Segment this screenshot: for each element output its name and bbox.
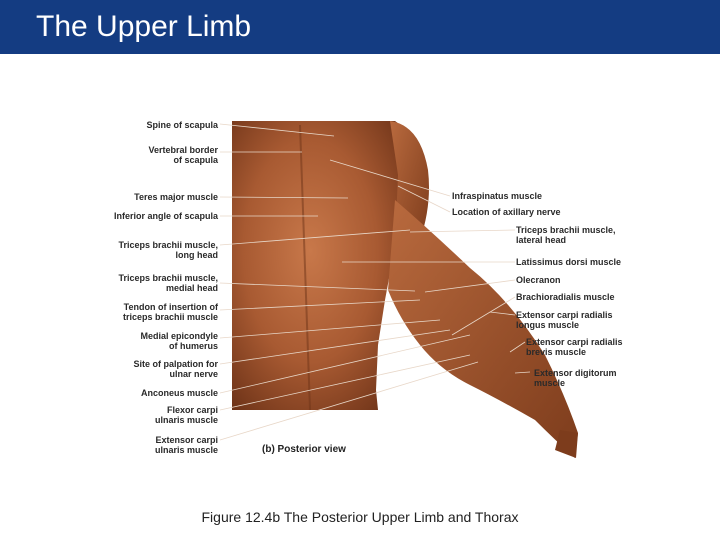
spine-groove — [299, 124, 311, 411]
label-teres-major: Teres major muscle — [134, 192, 218, 202]
view-label: (b) Posterior view — [262, 444, 346, 455]
page-title: The Upper Limb — [36, 10, 252, 43]
torso-back — [232, 121, 407, 410]
label-triceps-long-head: Triceps brachii muscle,long head — [118, 240, 218, 260]
left-leader-lines — [219, 123, 479, 441]
hand — [555, 430, 578, 458]
label-latissimus-dorsi: Latissimus dorsi muscle — [516, 257, 622, 267]
header-bar: The Upper Limb — [0, 0, 720, 54]
upper-arm-forearm — [388, 200, 578, 458]
figure-caption: Figure 12.4b The Posterior Upper Limb an… — [201, 509, 519, 525]
label-triceps-lateral-head: Triceps brachii muscle,lateral head — [516, 225, 616, 245]
right-leader-lines — [329, 159, 531, 374]
label-olecranon: Olecranon — [516, 275, 561, 285]
label-spine-of-scapula: Spine of scapula — [146, 120, 218, 130]
label-infraspinatus: Infraspinatus muscle — [452, 191, 543, 201]
label-triceps-medial-head: Triceps brachii muscle,medial head — [118, 273, 218, 293]
label-brachioradialis: Brachioradialis muscle — [516, 292, 615, 302]
label-inferior-angle: Inferior angle of scapula — [113, 211, 218, 221]
label-axillary-nerve: Location of axillary nerve — [452, 207, 561, 217]
label-anconeus: Anconeus muscle — [140, 388, 218, 398]
